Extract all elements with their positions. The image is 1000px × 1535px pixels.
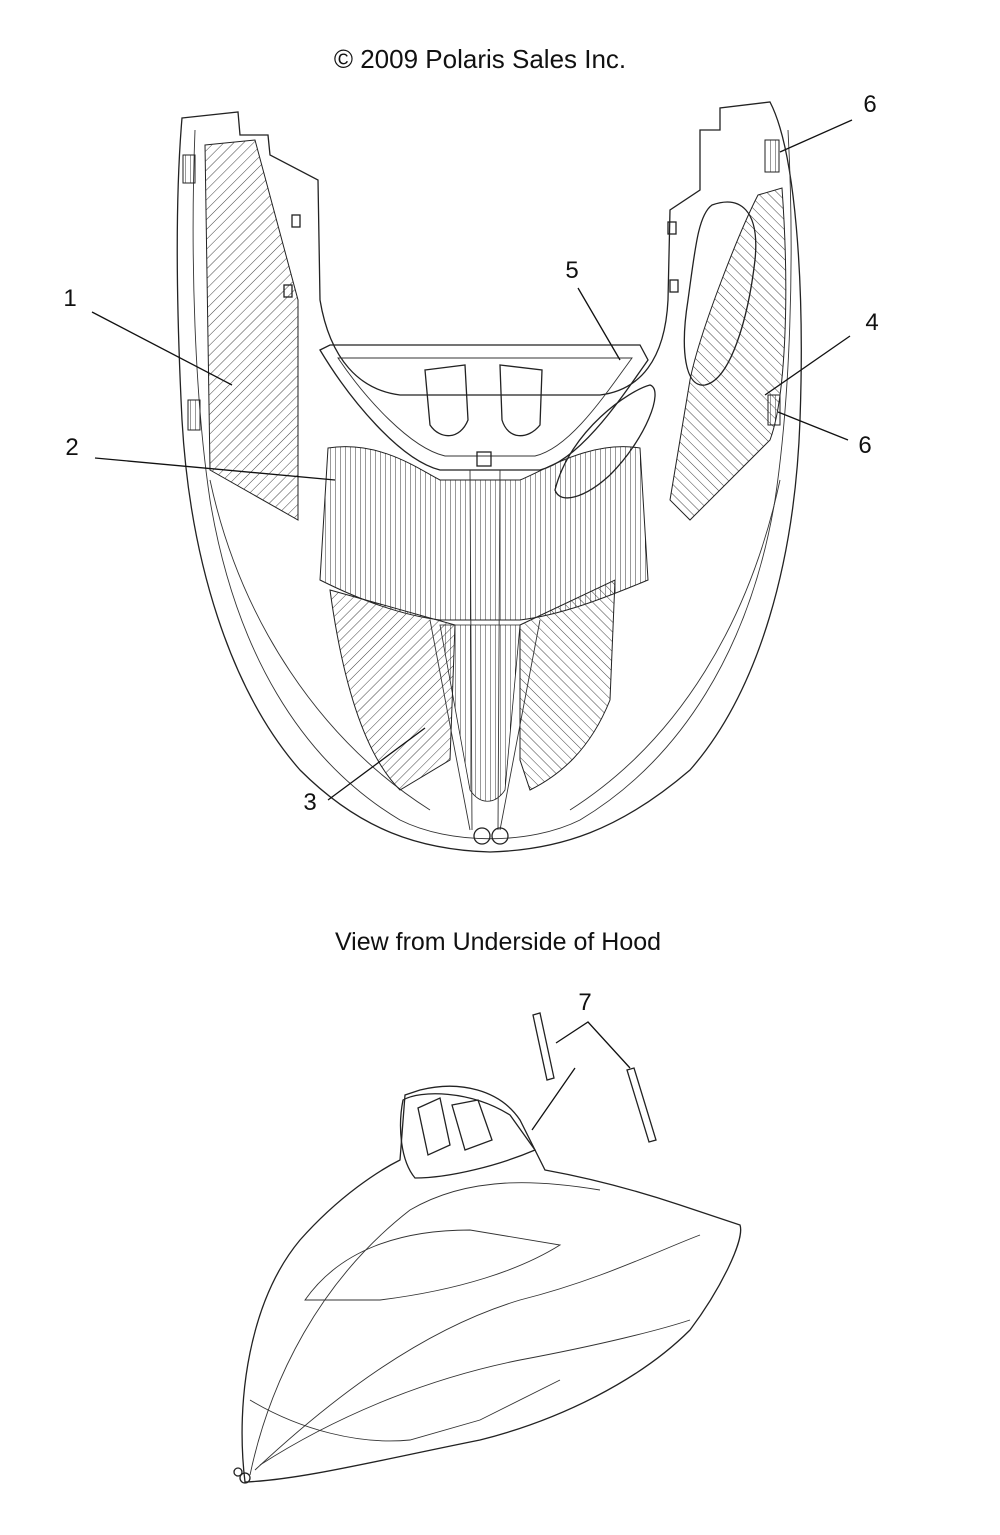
nose-centerline (429, 469, 541, 831)
leader-7 (531, 1021, 631, 1131)
callout-6-lower: 6 (858, 432, 871, 459)
callout-4: 4 (865, 309, 878, 336)
decal-3-nose-center (439, 624, 521, 802)
hood-iso-vent-right (451, 1099, 493, 1151)
callout-1: 1 (63, 285, 76, 312)
hood-iso-decal-outline (304, 1229, 562, 1301)
decal-4-right-side (669, 187, 787, 521)
mount-clip (667, 221, 677, 235)
trim-strip-left (532, 1012, 555, 1081)
leader-3 (327, 727, 426, 801)
hood-iso-contour-3 (259, 1319, 691, 1466)
callouts-top: 1 2 3 4 5 6 6 (63, 91, 878, 816)
decal-2-highlight (554, 384, 656, 499)
copyright-text: © 2009 Polaris Sales Inc. (334, 44, 626, 74)
hood-iso-nose-fastener (233, 1467, 243, 1477)
hood-iso-nose-fastener (239, 1472, 251, 1484)
hood-iso-contour-2 (254, 1234, 701, 1471)
right-side-oval (683, 201, 757, 386)
leader-1 (91, 311, 233, 386)
callout-3: 3 (303, 789, 316, 816)
leader-6-upper (779, 119, 853, 153)
view-caption: View from Underside of Hood (335, 928, 661, 956)
hood-iso-lower-panel (249, 1379, 561, 1442)
decal-3-nose-right (519, 579, 616, 791)
vent-opening-left (424, 364, 469, 437)
callout-6-upper: 6 (863, 91, 876, 118)
callout-5: 5 (565, 257, 578, 284)
center-clip (476, 451, 492, 467)
windshield-frame (319, 344, 649, 471)
mount-clip (283, 284, 293, 298)
side-vent-lower-right (767, 394, 781, 426)
hood-iso-windshield (399, 1093, 536, 1179)
nose-fastener-left (473, 827, 491, 845)
mount-clip (291, 214, 301, 228)
hood-inner-contour-2 (209, 479, 781, 811)
leader-4 (764, 335, 851, 396)
hood-underside-view (176, 101, 802, 853)
trim-strip-right (626, 1067, 657, 1143)
decal-3-nose-left (329, 589, 456, 791)
callouts-bottom: 7 (531, 989, 631, 1131)
vent-opening-right (499, 364, 543, 437)
leader-6-lower (777, 411, 849, 441)
hood-iso-outer (241, 1085, 742, 1483)
hood-isometric-view (233, 1012, 742, 1484)
leader-5 (577, 287, 621, 361)
windshield-frame-inner (337, 357, 633, 457)
hood-outer-shell (176, 101, 802, 853)
side-vent-upper-left (182, 154, 196, 184)
hood-iso-contour-1 (249, 1182, 601, 1476)
callout-7: 7 (578, 989, 591, 1016)
callout-2: 2 (65, 434, 78, 461)
nose-fastener-right (491, 827, 509, 845)
mount-clip (669, 279, 679, 293)
hood-iso-vent-left (417, 1097, 451, 1156)
leader-2 (94, 457, 336, 481)
decal-1-left-side (204, 139, 299, 521)
side-vent-upper-right (764, 139, 780, 173)
side-vent-lower-left (187, 399, 201, 431)
